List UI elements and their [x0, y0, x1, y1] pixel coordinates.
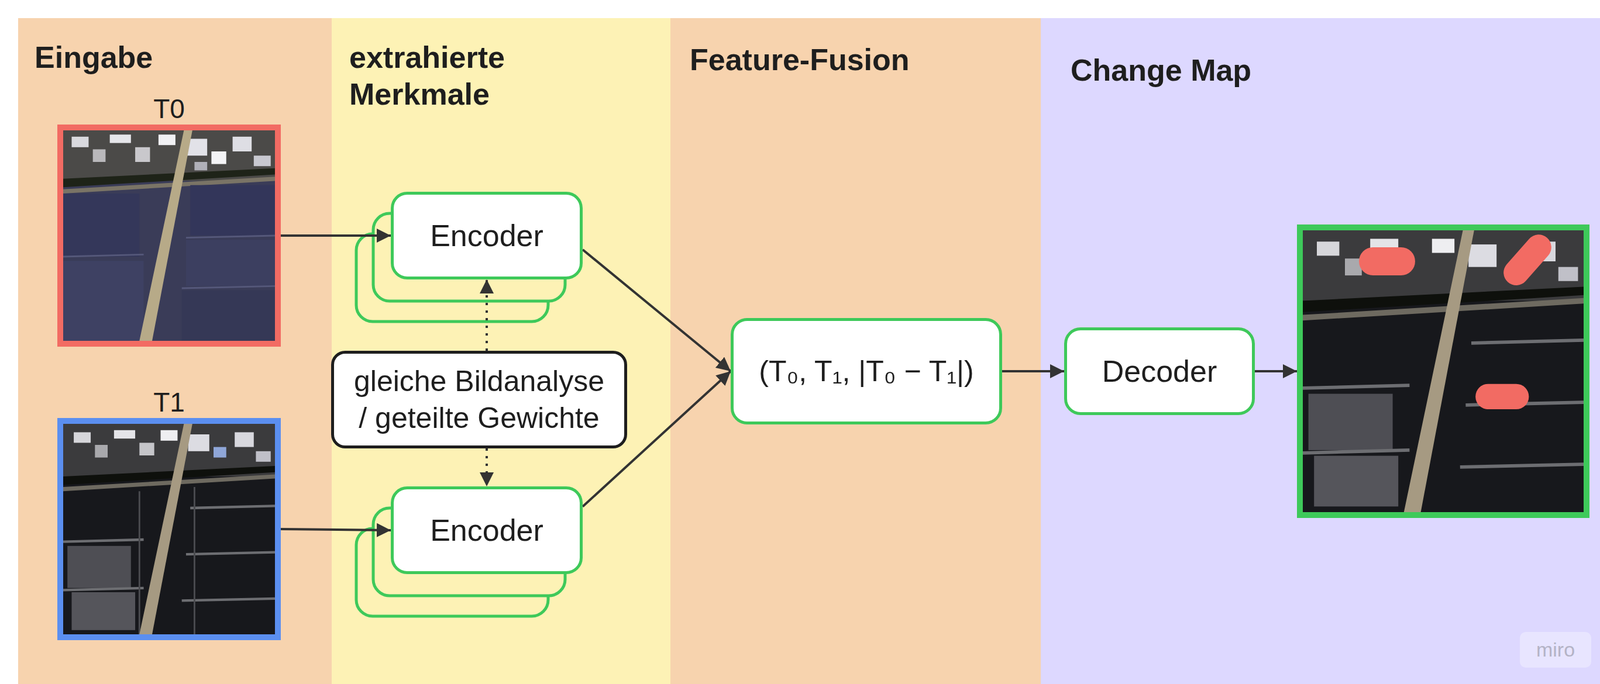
panel-heading: Feature-Fusion	[689, 41, 910, 79]
image-label: T0	[153, 93, 185, 125]
flow-arrow	[1254, 370, 1297, 373]
panel-band: Change MapDecoder	[1040, 18, 1600, 684]
box-label: gleiche Bildanalyse / geteilte Gewichte	[350, 363, 608, 437]
box-label: Encoder	[429, 217, 544, 256]
flow-arrow	[280, 529, 391, 531]
note-box: gleiche Bildanalyse / geteilte Gewichte	[331, 351, 628, 449]
box-label: Decoder	[1102, 352, 1218, 391]
panel-heading: extrahierte Merkmale	[349, 39, 595, 114]
panel-band: Feature-Fusion (T₀, T₁, |T₀ − T₁|)	[670, 18, 1041, 684]
image-frame: T1	[57, 418, 281, 641]
process-box: (T₀, T₁, |T₀ − T₁|)	[730, 318, 1003, 425]
panel-band: extrahierte MerkmaleEncoder gleiche Bilda…	[331, 18, 671, 684]
change-map-image	[1302, 230, 1584, 513]
process-box: Decoder	[1064, 327, 1255, 416]
box-label: (T₀, T₁, |T₀ − T₁|)	[758, 353, 974, 391]
panel-heading: Change Map	[1070, 52, 1252, 89]
panel-band: Eingabe T0	[18, 18, 332, 684]
satellite-image	[63, 424, 275, 635]
satellite-image	[63, 130, 275, 342]
image-frame: T0	[57, 124, 281, 347]
flow-arrow	[1002, 370, 1065, 373]
watermark: miro	[1519, 632, 1592, 669]
image-label: T1	[153, 387, 185, 419]
flow-arrow	[280, 234, 391, 237]
process-box: Encoder	[390, 191, 583, 280]
image-frame	[1296, 224, 1590, 519]
box-label: Encoder	[429, 511, 544, 550]
process-box: Encoder	[390, 486, 583, 575]
panel-heading: Eingabe	[34, 39, 153, 77]
